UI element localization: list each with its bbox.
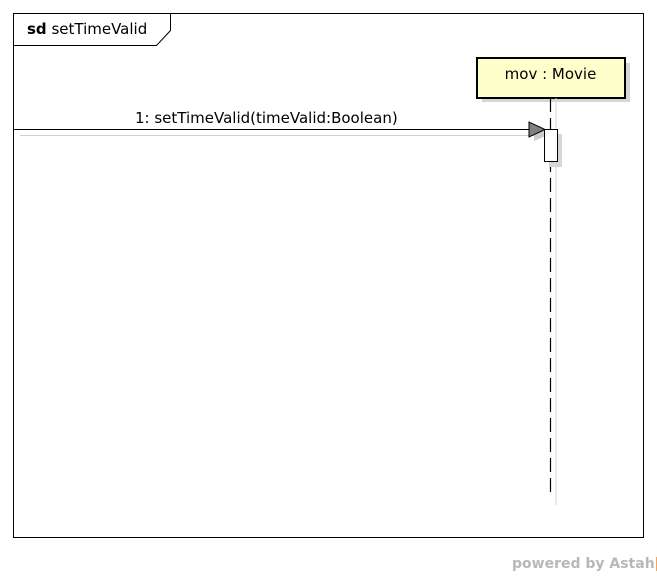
watermark-text: powered by Astah bbox=[512, 556, 655, 572]
frame-name-tab bbox=[13, 13, 171, 46]
activation-bar bbox=[544, 129, 558, 162]
frame-name: setTimeValid bbox=[51, 20, 148, 38]
message-label: 1: setTimeValid(timeValid:Boolean) bbox=[135, 109, 398, 127]
lifeline-label: mov : Movie bbox=[504, 65, 597, 83]
powered-by-watermark: powered by Astah bbox=[512, 556, 657, 572]
astah-logo-icon bbox=[655, 557, 657, 571]
frame-keyword: sd bbox=[27, 20, 47, 38]
message-arrowhead bbox=[528, 121, 547, 138]
frame-title: sd setTimeValid bbox=[27, 20, 147, 38]
